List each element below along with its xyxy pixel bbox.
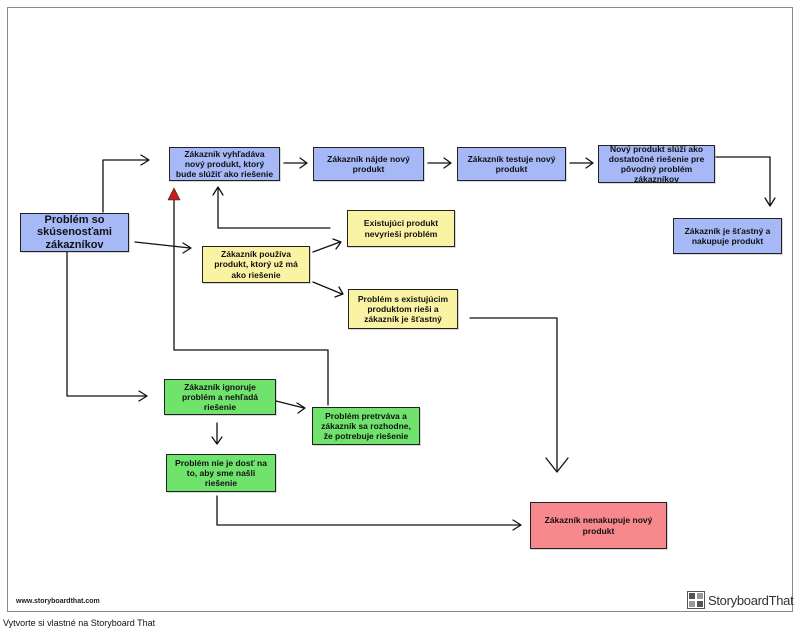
box-find: Zákazník nájde nový produkt — [313, 147, 424, 181]
arrow-uses-to-solves — [312, 281, 343, 295]
arrow-problem-to-ignores — [66, 251, 147, 397]
arrow-existing-no-to-search — [217, 187, 331, 229]
arrowhead-red — [167, 187, 181, 201]
box-uses-existing: Zákazník používa produkt, ktorý už má ak… — [202, 246, 310, 283]
arrow-problem-to-uses — [134, 241, 191, 249]
arrow-serves-to-happy — [715, 156, 771, 206]
box-persists: Problém pretrváva a zákazník sa rozhodne… — [312, 407, 420, 445]
arrow-solves-to-nobuy — [469, 317, 558, 471]
box-serves: Nový produkt slúži ako dostatočné riešen… — [598, 144, 715, 184]
footer-text[interactable]: Vytvorte si vlastné na Storyboard That — [3, 618, 156, 628]
arrow-ignores-to-persists — [275, 400, 305, 409]
arrow-problem-to-search — [102, 159, 149, 213]
storyboardthat-logo-icon — [687, 591, 705, 609]
logo-text: StoryboardThat — [708, 592, 794, 608]
box-existing-no: Existujúci produkt nevyrieši problém — [347, 210, 455, 247]
box-no-buy: Zákazník nenakupuje nový produkt — [530, 502, 667, 549]
box-ignores: Zákazník ignoruje problém a nehľadá rieš… — [164, 379, 276, 415]
box-happy-buys: Zákazník je šťastný a nakupuje produkt — [673, 218, 782, 254]
arrow-uses-to-existing-no — [312, 241, 341, 253]
watermark-url: www.storyboardthat.com — [16, 598, 100, 605]
box-existing-solves: Problém s existujúcim produktom rieši a … — [348, 289, 458, 329]
box-not-enough: Problém nie je dosť na to, aby sme našli… — [166, 454, 276, 492]
arrow-notenough-to-nobuy — [216, 495, 521, 526]
arrow-persists-to-search — [173, 199, 329, 406]
box-search: Zákazník vyhľadáva nový produkt, ktorý b… — [169, 147, 280, 181]
storyboardthat-logo[interactable]: StoryboardThat — [687, 591, 794, 609]
box-test: Zákazník testuje nový produkt — [457, 147, 566, 181]
box-problem: Problém so skúsenosťami zákazníkov — [20, 213, 129, 252]
